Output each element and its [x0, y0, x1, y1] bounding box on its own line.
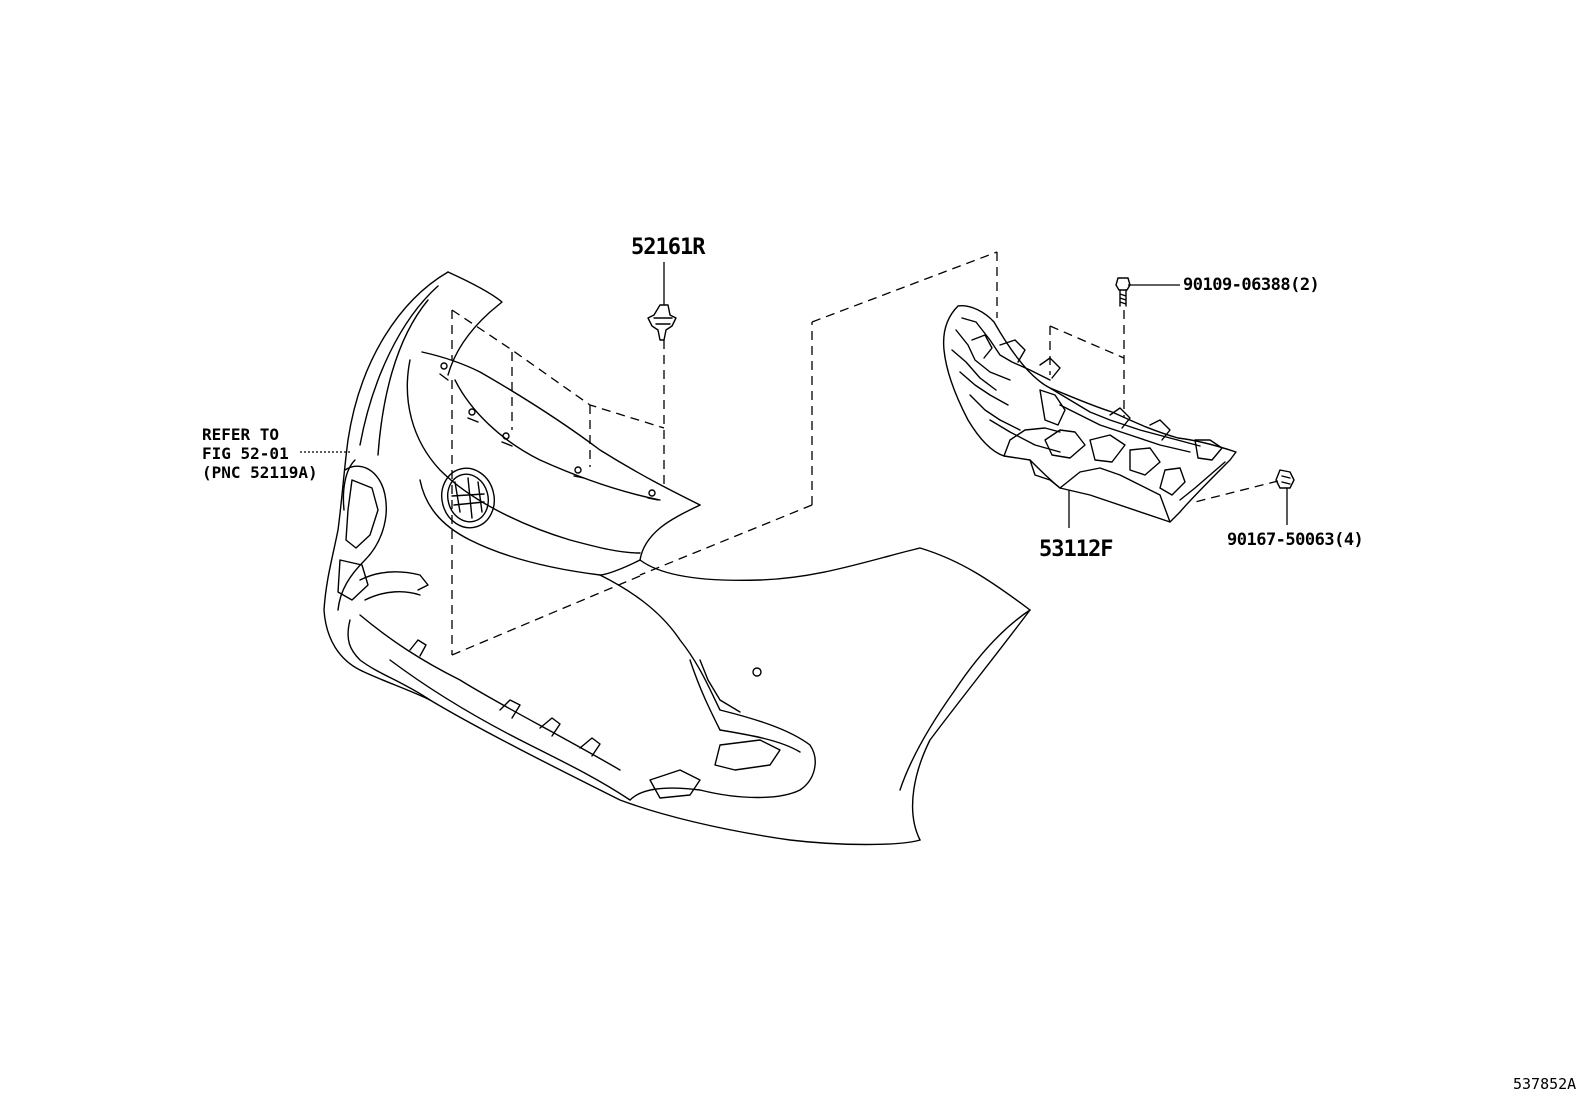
part-label-90167: 90167-50063(4): [1227, 530, 1364, 550]
emblem-mount: [441, 467, 495, 529]
part-label-53112F: 53112F: [1039, 537, 1113, 562]
figure-code: 537852A: [1513, 1075, 1577, 1093]
clip-90167-icon: [1275, 469, 1295, 489]
refer-line-2: FIG 52-01: [202, 444, 289, 463]
refer-line-3: (PNC 52119A): [202, 463, 318, 482]
bolt-90109-icon: [1115, 277, 1131, 307]
refer-note: REFER TO FIG 52-01 (PNC 52119A): [202, 425, 318, 482]
clip-52161R-icon: [647, 304, 677, 341]
refer-line-1: REFER TO: [202, 425, 280, 444]
part-label-52161R: 52161R: [631, 235, 705, 260]
bumper-cover: [323, 271, 1031, 846]
part-label-90109: 90109-06388(2): [1183, 275, 1320, 295]
absorber-53112F: [942, 305, 1237, 523]
